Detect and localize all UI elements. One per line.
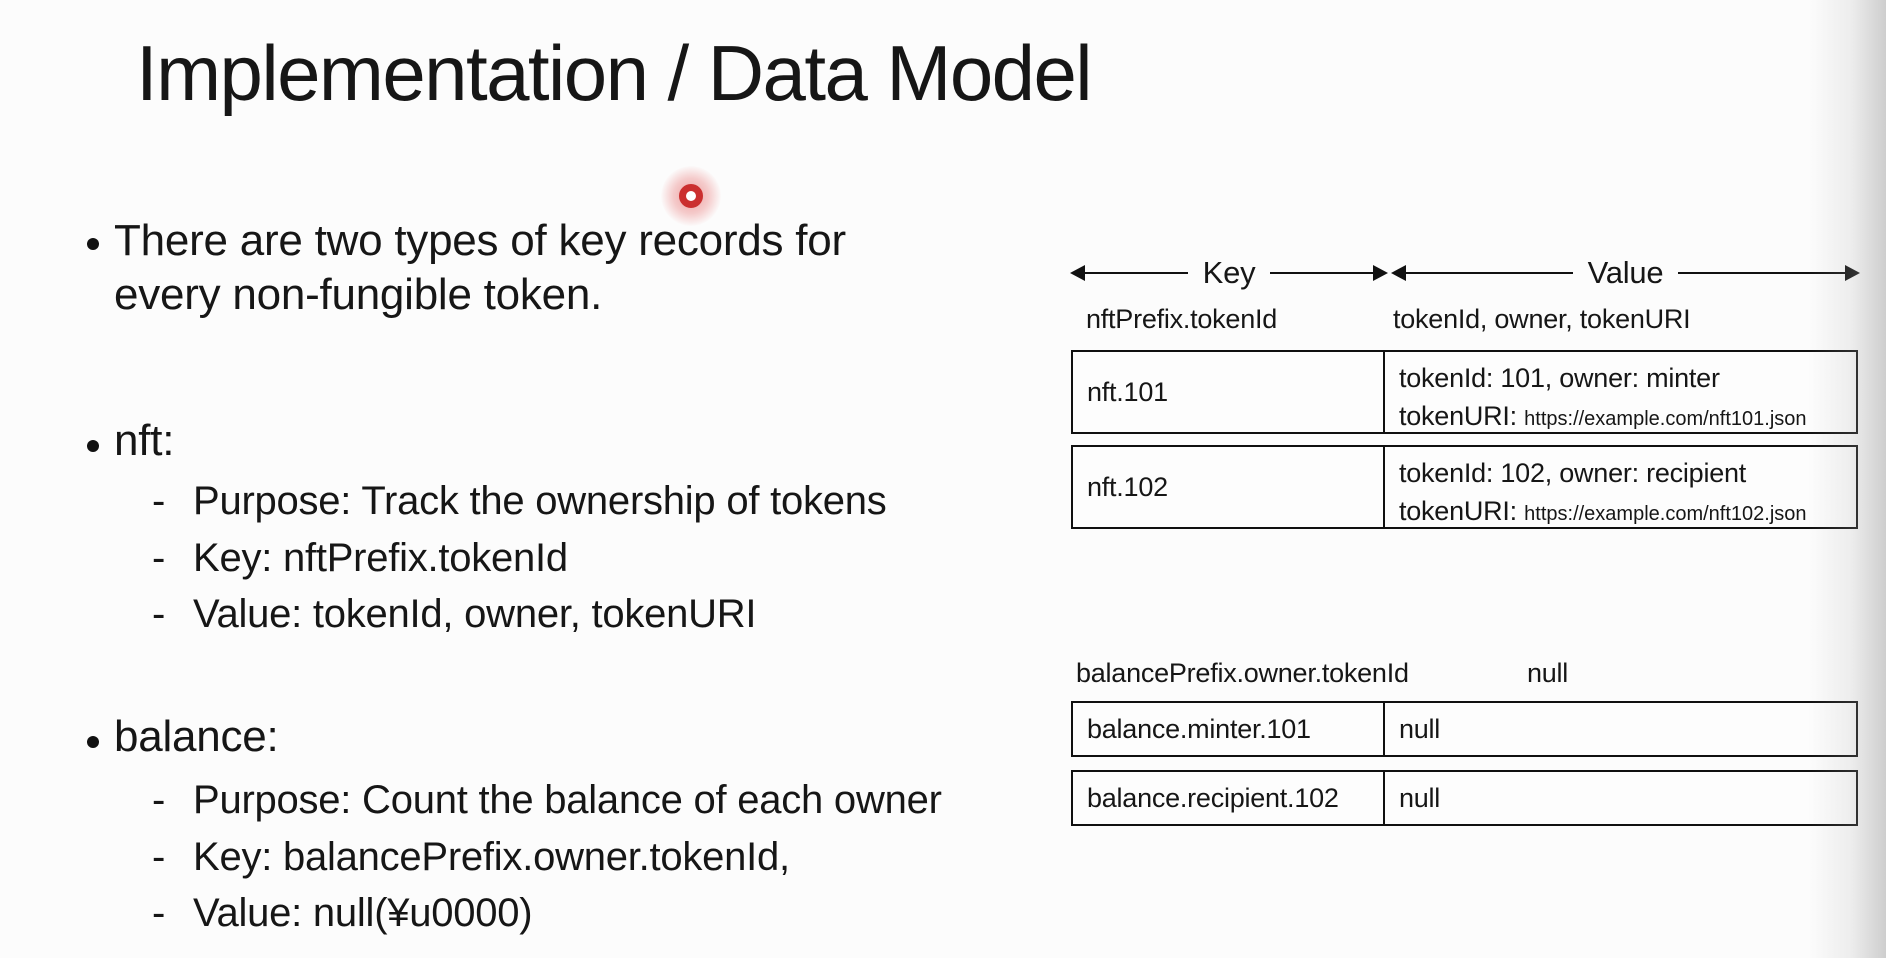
intro-bullet-line2: every non-fungible token. (114, 270, 603, 319)
key-cell: nft.101 (1073, 352, 1385, 432)
bullet-dot (87, 440, 99, 452)
balance-key-header: balancePrefix.owner.tokenId (1076, 658, 1409, 688)
dash-bullet: - (152, 891, 166, 935)
value-cell: null (1399, 783, 1441, 813)
intro-bullet-line1: There are two types of key records for (114, 216, 846, 265)
arrowhead-left-icon (1391, 265, 1406, 281)
value-cell: null (1399, 714, 1441, 744)
token-uri-label: tokenURI: (1399, 496, 1525, 526)
token-uri-url: https://example.com/nft101.json (1524, 408, 1807, 430)
nft-item-purpose: Purpose: Track the ownership of tokens (193, 479, 887, 523)
bullet-dot (87, 238, 99, 250)
key-span-arrow: Key (1070, 254, 1389, 292)
balance-item-key: Key: balancePrefix.owner.tokenId, (193, 835, 790, 879)
balance-value-header: null (1527, 658, 1569, 688)
table-row: balance.recipient.102 null (1071, 770, 1858, 826)
balance-bullet-label: balance: (114, 712, 279, 761)
value-arrow-label: Value (1587, 255, 1664, 290)
arrowhead-left-icon (1070, 265, 1085, 281)
key-cell: balance.minter.101 (1073, 703, 1385, 755)
value-line2: tokenURI: https://example.com/nft102.jso… (1399, 492, 1856, 533)
arrow-line (1085, 272, 1188, 274)
value-cell: tokenId: 102, owner: recipient tokenURI:… (1385, 447, 1856, 527)
balance-item-purpose: Purpose: Count the balance of each owner (193, 778, 942, 822)
arrow-line (1406, 272, 1573, 274)
table-row: nft.102 tokenId: 102, owner: recipient t… (1071, 445, 1858, 529)
key-cell: balance.recipient.102 (1073, 772, 1385, 824)
dash-bullet: - (152, 778, 166, 822)
bullet-dot (87, 736, 99, 748)
arrowhead-right-icon (1845, 265, 1861, 281)
value-line1: tokenId: 102, owner: recipient (1399, 458, 1747, 488)
nft-item-value: Value: tokenId, owner, tokenURI (193, 592, 757, 636)
nft-bullet-label: nft: (114, 416, 175, 465)
dash-bullet: - (152, 835, 166, 879)
token-uri-url: https://example.com/nft102.json (1524, 503, 1807, 525)
nft-item-key: Key: nftPrefix.tokenId (193, 536, 568, 580)
dash-bullet: - (152, 536, 166, 580)
value-line2: tokenURI: https://example.com/nft101.jso… (1399, 397, 1856, 438)
value-span-arrow: Value (1391, 254, 1861, 292)
token-uri-label: tokenURI: (1399, 401, 1525, 431)
laser-pointer-dot (679, 184, 703, 208)
arrow-line (1270, 272, 1374, 274)
arrowhead-right-icon (1373, 265, 1389, 281)
dash-bullet: - (152, 592, 166, 636)
value-line1: tokenId: 101, owner: minter (1399, 363, 1720, 393)
page-title: Implementation / Data Model (136, 29, 1093, 117)
key-cell: nft.102 (1073, 447, 1385, 527)
nft-value-header: tokenId, owner, tokenURI (1393, 304, 1691, 334)
nft-key-header: nftPrefix.tokenId (1086, 304, 1278, 334)
arrow-line (1678, 272, 1846, 274)
table-row: balance.minter.101 null (1071, 701, 1858, 757)
key-arrow-label: Key (1202, 255, 1256, 290)
balance-item-value: Value: null(¥u0000) (193, 891, 533, 935)
value-cell: tokenId: 101, owner: minter tokenURI: ht… (1385, 352, 1856, 432)
table-row: nft.101 tokenId: 101, owner: minter toke… (1071, 350, 1858, 434)
dash-bullet: - (152, 479, 166, 523)
